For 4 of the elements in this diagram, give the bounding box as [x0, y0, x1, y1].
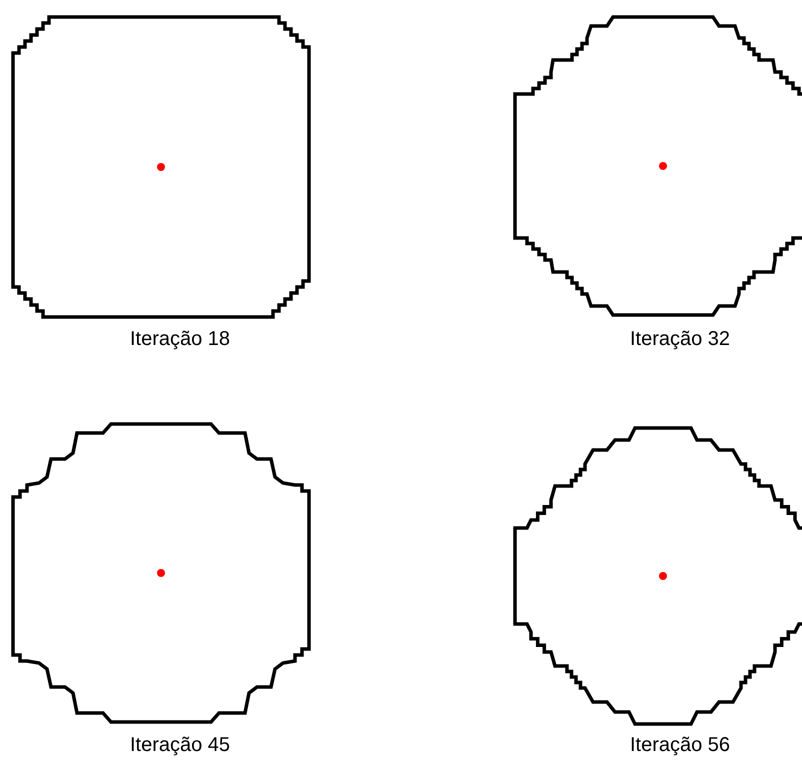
caption: Iteração 18 [130, 328, 230, 351]
caption: Iteração 45 [130, 734, 230, 757]
caption: Iteração 56 [630, 734, 730, 757]
caption: Iteração 32 [630, 328, 730, 351]
